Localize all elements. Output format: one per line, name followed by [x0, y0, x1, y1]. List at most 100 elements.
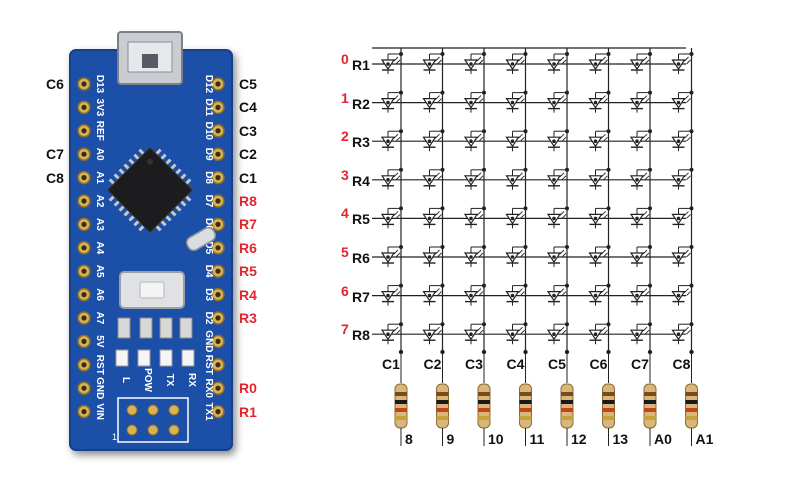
junction-dot: [552, 139, 556, 143]
led-emission-arrow: [520, 214, 525, 219]
left-silk-label: RST: [94, 355, 105, 375]
resistor-pin-label-12: 12: [571, 431, 587, 447]
led-emission-arrow: [520, 252, 525, 258]
left-pin-hole: [81, 292, 87, 298]
left-silk-label: A5: [94, 265, 105, 278]
led-emission-arrow: [559, 95, 565, 100]
junction-dot: [399, 90, 403, 95]
junction-dot: [648, 129, 652, 134]
led-emission-arrow: [559, 211, 565, 216]
junction-dot: [676, 62, 681, 66]
led-emission-arrow: [435, 56, 440, 62]
left-pin-hole: [81, 151, 87, 157]
junction-dot: [565, 206, 569, 211]
resistor-band: [436, 416, 449, 420]
left-pin-hole: [81, 315, 87, 321]
led-emission-arrow: [518, 95, 523, 100]
junction-dot: [648, 206, 652, 211]
resistor-pin-label-9: 9: [446, 431, 455, 447]
chip-lead: [128, 215, 135, 222]
junction-dot: [565, 90, 569, 95]
junction-dot: [469, 139, 473, 143]
board-pin-annotation-c1: C1: [239, 169, 257, 186]
led-emission-arrow: [684, 288, 689, 293]
resistor-band: [519, 400, 532, 404]
resistor-band: [395, 416, 407, 420]
junction-dot: [386, 255, 390, 259]
led: [422, 169, 443, 190]
led-emission-arrow: [644, 329, 650, 335]
resistor-pin-label-13: 13: [612, 431, 629, 447]
led-emission-arrow: [603, 59, 608, 65]
led: [671, 246, 692, 267]
junction-dot: [386, 178, 390, 182]
led-emission-arrow: [393, 326, 399, 332]
icsp-pin1-mark: 1: [112, 432, 117, 442]
junction-dot: [593, 178, 598, 182]
left-silk-label: A3: [94, 218, 105, 231]
junction-dot: [399, 322, 403, 327]
board-pin-annotation-c5: C5: [239, 76, 257, 92]
led-emission-arrow: [518, 326, 523, 332]
junction-dot: [440, 52, 445, 56]
led-emission-arrow: [642, 133, 648, 139]
led-emission-arrow: [559, 172, 565, 178]
board-pin-annotation-r7: R7: [239, 216, 257, 233]
junction-dot: [440, 206, 445, 211]
right-pin-hole: [215, 385, 221, 391]
right-pin-hole: [215, 198, 221, 204]
resistor-band: [644, 400, 656, 404]
right-pin-hole: [215, 292, 221, 298]
left-pin-hole: [81, 362, 87, 368]
junction-dot: [593, 255, 598, 259]
row-label-r7: R7: [352, 288, 370, 305]
junction-dot: [552, 100, 556, 105]
led-emission-arrow: [437, 329, 442, 335]
junction-dot: [689, 206, 694, 211]
junction-dot: [469, 255, 473, 259]
led-emission-arrow: [686, 291, 691, 296]
icsp-pin: [126, 404, 138, 416]
resistor-band: [478, 400, 490, 404]
junction-dot: [510, 293, 515, 298]
junction-dot: [552, 178, 556, 182]
junction-dot: [469, 332, 473, 337]
junction-dot: [593, 62, 598, 66]
led-emission-arrow: [520, 175, 525, 181]
led-emission-arrow: [686, 329, 691, 335]
chip-lead: [180, 200, 187, 207]
junction-dot: [427, 332, 432, 337]
junction-dot: [427, 293, 432, 298]
junction-dot: [593, 139, 598, 143]
junction-dot: [469, 100, 473, 105]
led: [671, 92, 692, 113]
row-index-1: 1: [341, 89, 349, 106]
led-emission-arrow: [395, 98, 401, 103]
led-emission-arrow: [518, 56, 523, 62]
junction-dot: [440, 245, 445, 249]
resistor-band: [436, 408, 449, 412]
resistor: [436, 383, 449, 429]
junction-dot: [482, 52, 486, 56]
resistor-band: [478, 408, 490, 412]
usb-tongue: [142, 54, 158, 68]
column-label-c6: C6: [589, 356, 608, 372]
microcontroller-chip: [106, 146, 194, 234]
led-emission-arrow: [478, 59, 484, 65]
left-pin-hole: [81, 409, 87, 415]
led: [588, 53, 609, 74]
right-silk-label: D3: [203, 288, 214, 301]
led-emission-arrow: [561, 252, 567, 258]
junction-dot: [565, 52, 569, 56]
board-pin-annotation-c4: C4: [239, 99, 257, 116]
junction-dot: [689, 129, 694, 134]
led-emission-arrow: [520, 291, 525, 296]
junction-dot: [386, 216, 390, 221]
junction-dot: [427, 255, 432, 259]
resistor-band: [519, 416, 532, 420]
right-silk-label: D10: [203, 122, 214, 141]
led-emission-arrow: [603, 329, 608, 335]
led-emission-arrow: [642, 249, 648, 255]
chip-lead: [160, 220, 167, 227]
